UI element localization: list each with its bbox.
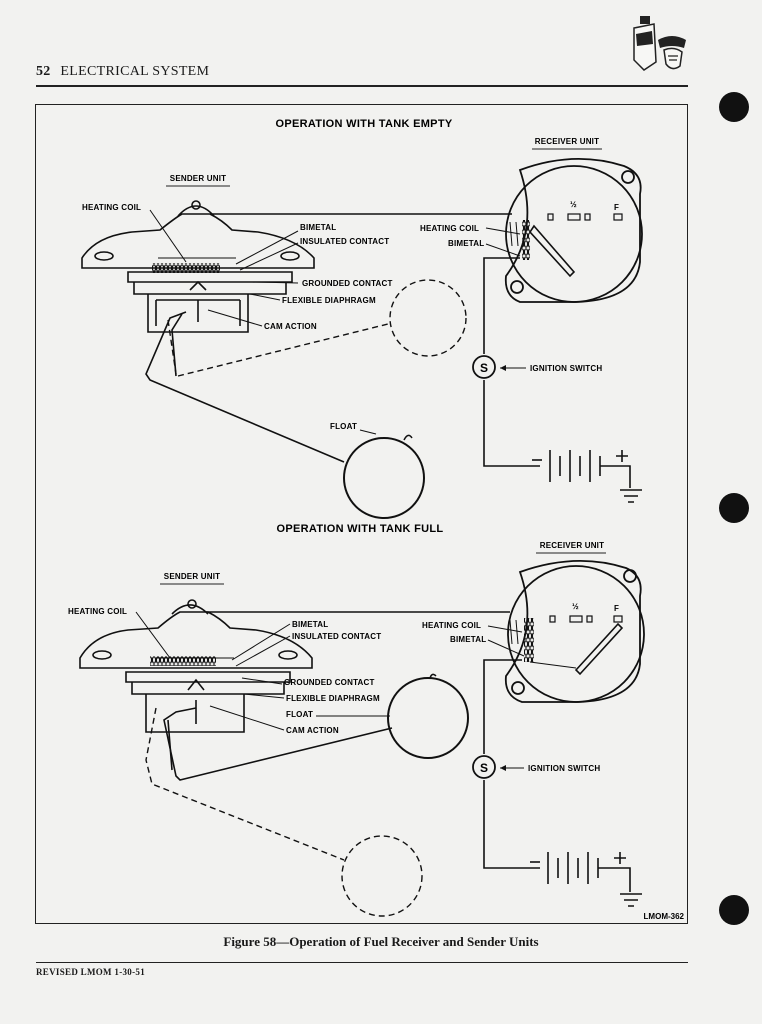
float-arm — [145, 311, 345, 463]
tank-full-panel: OPERATION WITH TANK FULL SENDER UNIT REC… — [68, 523, 645, 917]
float-ghost-full-position — [167, 279, 467, 377]
label-bimetal-left-full: BIMETAL — [292, 620, 328, 629]
page-header: 52 ELECTRICAL SYSTEM — [36, 64, 209, 80]
tank-empty-panel: OPERATION WITH TANK EMPTY SENDER UNIT RE… — [81, 118, 643, 519]
revision-footer: REVISED LMOM 1-30-51 — [36, 967, 145, 977]
battery-symbol-full — [530, 852, 642, 907]
label-heating-coil-left: HEATING COIL — [82, 203, 141, 212]
label-bimetal-right-full: BIMETAL — [450, 635, 486, 644]
label-bimetal-right: BIMETAL — [448, 239, 484, 248]
figure-caption: Figure 58—Operation of Fuel Receiver and… — [223, 934, 539, 949]
figure-id: LMOM-362 — [644, 912, 685, 921]
label-ignition-switch: IGNITION SWITCH — [530, 364, 602, 373]
label-flexible-diaphragm-full: FLEXIBLE DIAPHRAGM — [286, 694, 380, 703]
label-cam-action-full: CAM ACTION — [286, 726, 339, 735]
label-flexible-diaphragm: FLEXIBLE DIAPHRAGM — [282, 296, 376, 305]
float-arm-full — [163, 707, 393, 781]
binder-hole-bottom — [719, 895, 749, 925]
dial-full-mark-full: F — [614, 604, 619, 613]
binder-hole-top — [719, 92, 749, 122]
label-grounded-contact: GROUNDED CONTACT — [302, 279, 393, 288]
float-empty — [343, 437, 425, 519]
heating-coil-left-graphic — [152, 263, 220, 273]
title-tank-empty: OPERATION WITH TANK EMPTY — [276, 118, 453, 130]
section-title: ELECTRICAL SYSTEM — [60, 64, 210, 79]
label-cam-action: CAM ACTION — [264, 322, 317, 331]
label-insulated-contact-full: INSULATED CONTACT — [292, 632, 381, 641]
receiver-unit-drawing — [504, 157, 643, 303]
float-ghost-empty-position — [145, 707, 423, 917]
label-grounded-contact-full: GROUNDED CONTACT — [284, 678, 375, 687]
ignition-switch-symbol-full — [472, 755, 496, 779]
label-float: FLOAT — [330, 422, 357, 431]
label-receiver-unit: RECEIVER UNIT — [535, 137, 599, 146]
dial-half-mark-full: ½ — [572, 602, 579, 611]
bottom-wiring — [206, 611, 540, 869]
heating-coil-left-graphic-full — [150, 656, 216, 666]
switch-s-label-full: S — [480, 761, 488, 775]
footer-rule — [36, 962, 688, 963]
switch-s-label: S — [480, 361, 488, 375]
dial-half-mark: ½ — [570, 200, 577, 209]
label-heating-coil-left-full: HEATING COIL — [68, 607, 127, 616]
brand-crest-logo — [633, 16, 686, 71]
title-tank-full: OPERATION WITH TANK FULL — [277, 523, 444, 535]
heating-coil-right-graphic — [522, 220, 530, 260]
label-float-full: FLOAT — [286, 710, 313, 719]
label-sender-unit: SENDER UNIT — [170, 174, 226, 183]
header-rule — [36, 85, 688, 87]
ignition-switch-symbol — [472, 355, 496, 379]
label-heating-coil-right: HEATING COIL — [420, 224, 479, 233]
dial-full-mark: F — [614, 203, 619, 212]
top-wiring — [210, 213, 540, 467]
label-sender-unit-full: SENDER UNIT — [164, 572, 220, 581]
receiver-unit-drawing-full — [504, 559, 645, 703]
figure-frame — [35, 104, 688, 924]
heating-coil-right-graphic-full — [524, 618, 534, 662]
label-bimetal-left: BIMETAL — [300, 223, 336, 232]
label-heating-coil-right-full: HEATING COIL — [422, 621, 481, 630]
label-ignition-switch-full: IGNITION SWITCH — [528, 764, 600, 773]
float-full — [387, 677, 469, 759]
binder-hole-middle — [719, 493, 749, 523]
label-insulated-contact: INSULATED CONTACT — [300, 237, 389, 246]
battery-symbol — [532, 450, 642, 503]
label-receiver-unit-full: RECEIVER UNIT — [540, 541, 604, 550]
page-number: 52 — [36, 64, 51, 79]
